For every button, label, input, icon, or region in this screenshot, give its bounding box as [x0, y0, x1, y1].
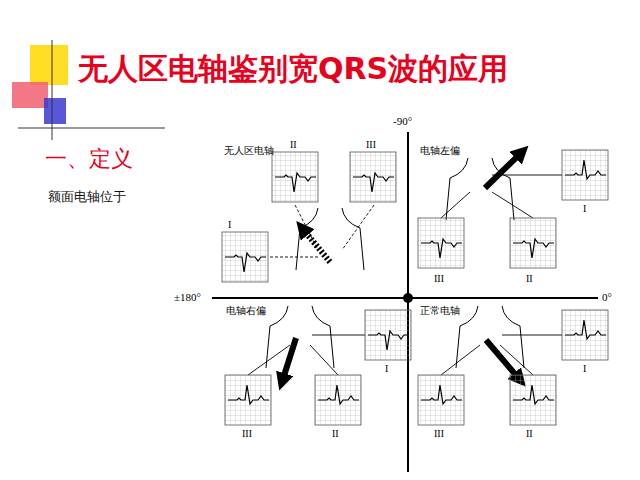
quadrant-label: 电轴右偏	[226, 305, 266, 317]
ecg-wave	[513, 239, 554, 258]
section-heading: 一、定义	[45, 146, 133, 171]
axis-arrow	[282, 338, 296, 382]
quadrant-label: 正常电轴	[420, 305, 460, 317]
ecg-grid	[562, 150, 608, 200]
ecg-strip	[562, 150, 608, 200]
ecg-strip	[272, 152, 318, 202]
ecg-wave	[513, 385, 554, 404]
ecg-wave	[368, 331, 409, 350]
ecg-strip	[510, 218, 556, 268]
ecg-grid	[350, 152, 396, 202]
axis-label: -90°	[393, 115, 412, 128]
lead-label: II	[526, 428, 533, 440]
ecg-strip	[365, 310, 411, 360]
ecg-strip	[225, 375, 271, 425]
body-outline	[296, 208, 364, 270]
lead-label: III	[242, 428, 252, 440]
lead-label: III	[366, 139, 376, 151]
ecg-wave	[225, 253, 266, 272]
ecg-strip	[350, 152, 396, 202]
ecg-grid	[510, 218, 556, 268]
ecg-strip	[510, 375, 556, 425]
ecg-strip	[418, 218, 464, 268]
lead-label: II	[332, 428, 339, 440]
slide-title: 无人区电轴鉴别宽QRS波的应用	[78, 52, 508, 87]
leader-line	[342, 205, 374, 250]
leader-line	[310, 345, 338, 375]
ecg-wave	[421, 239, 462, 258]
ecg-wave	[228, 385, 269, 404]
ecg-strip	[562, 310, 608, 360]
ecg-grid	[222, 232, 268, 282]
ecg-grid	[272, 152, 318, 202]
leader-line	[270, 257, 318, 258]
quadrant-label: 无人区电轴	[224, 145, 274, 157]
axis-origin	[403, 293, 413, 303]
body-outline	[266, 306, 334, 368]
ecg-wave	[421, 385, 462, 404]
ecg-grid	[315, 375, 361, 425]
ecg-grid	[225, 375, 271, 425]
ecg-wave	[275, 173, 316, 192]
ecg-wave	[565, 160, 606, 179]
ecg-grid	[562, 310, 608, 360]
ecg-grid	[418, 218, 464, 268]
axis-arrow	[302, 228, 330, 262]
ecg-wave	[318, 385, 359, 404]
lead-label: I	[385, 363, 388, 375]
leader-line	[502, 335, 562, 336]
quadrant-label: 电轴左偏	[420, 145, 460, 157]
deco-square	[44, 98, 66, 124]
ecg-strip	[222, 232, 268, 282]
ecg-wave	[565, 320, 606, 339]
ecg-strip	[315, 375, 361, 425]
ecg-strip	[418, 375, 464, 425]
axis-arrow	[485, 152, 522, 188]
body-text: 额面电轴位于	[48, 190, 126, 205]
leader-line	[492, 192, 533, 218]
deco-line	[52, 40, 53, 140]
ecg-grid	[510, 375, 556, 425]
deco-square	[12, 82, 48, 108]
leader-line	[441, 345, 480, 375]
lead-label: III	[434, 273, 444, 285]
axis-label: 0°	[602, 291, 612, 304]
axis-label: ±180°	[174, 291, 201, 304]
deco-square	[30, 45, 68, 85]
lead-label: II	[290, 139, 297, 151]
lead-label: II	[526, 273, 533, 285]
leader-line	[441, 192, 470, 218]
ecg-wave	[353, 173, 394, 192]
ecg-grid	[418, 375, 464, 425]
lead-label: I	[583, 203, 586, 215]
lead-label: I	[228, 219, 231, 231]
leader-line	[312, 335, 365, 336]
body-outline	[456, 306, 524, 368]
lead-label: I	[583, 363, 586, 375]
axis-arrow	[486, 340, 520, 380]
deco-line	[18, 128, 165, 129]
lead-label: III	[434, 428, 444, 440]
ecg-grid	[365, 310, 411, 360]
